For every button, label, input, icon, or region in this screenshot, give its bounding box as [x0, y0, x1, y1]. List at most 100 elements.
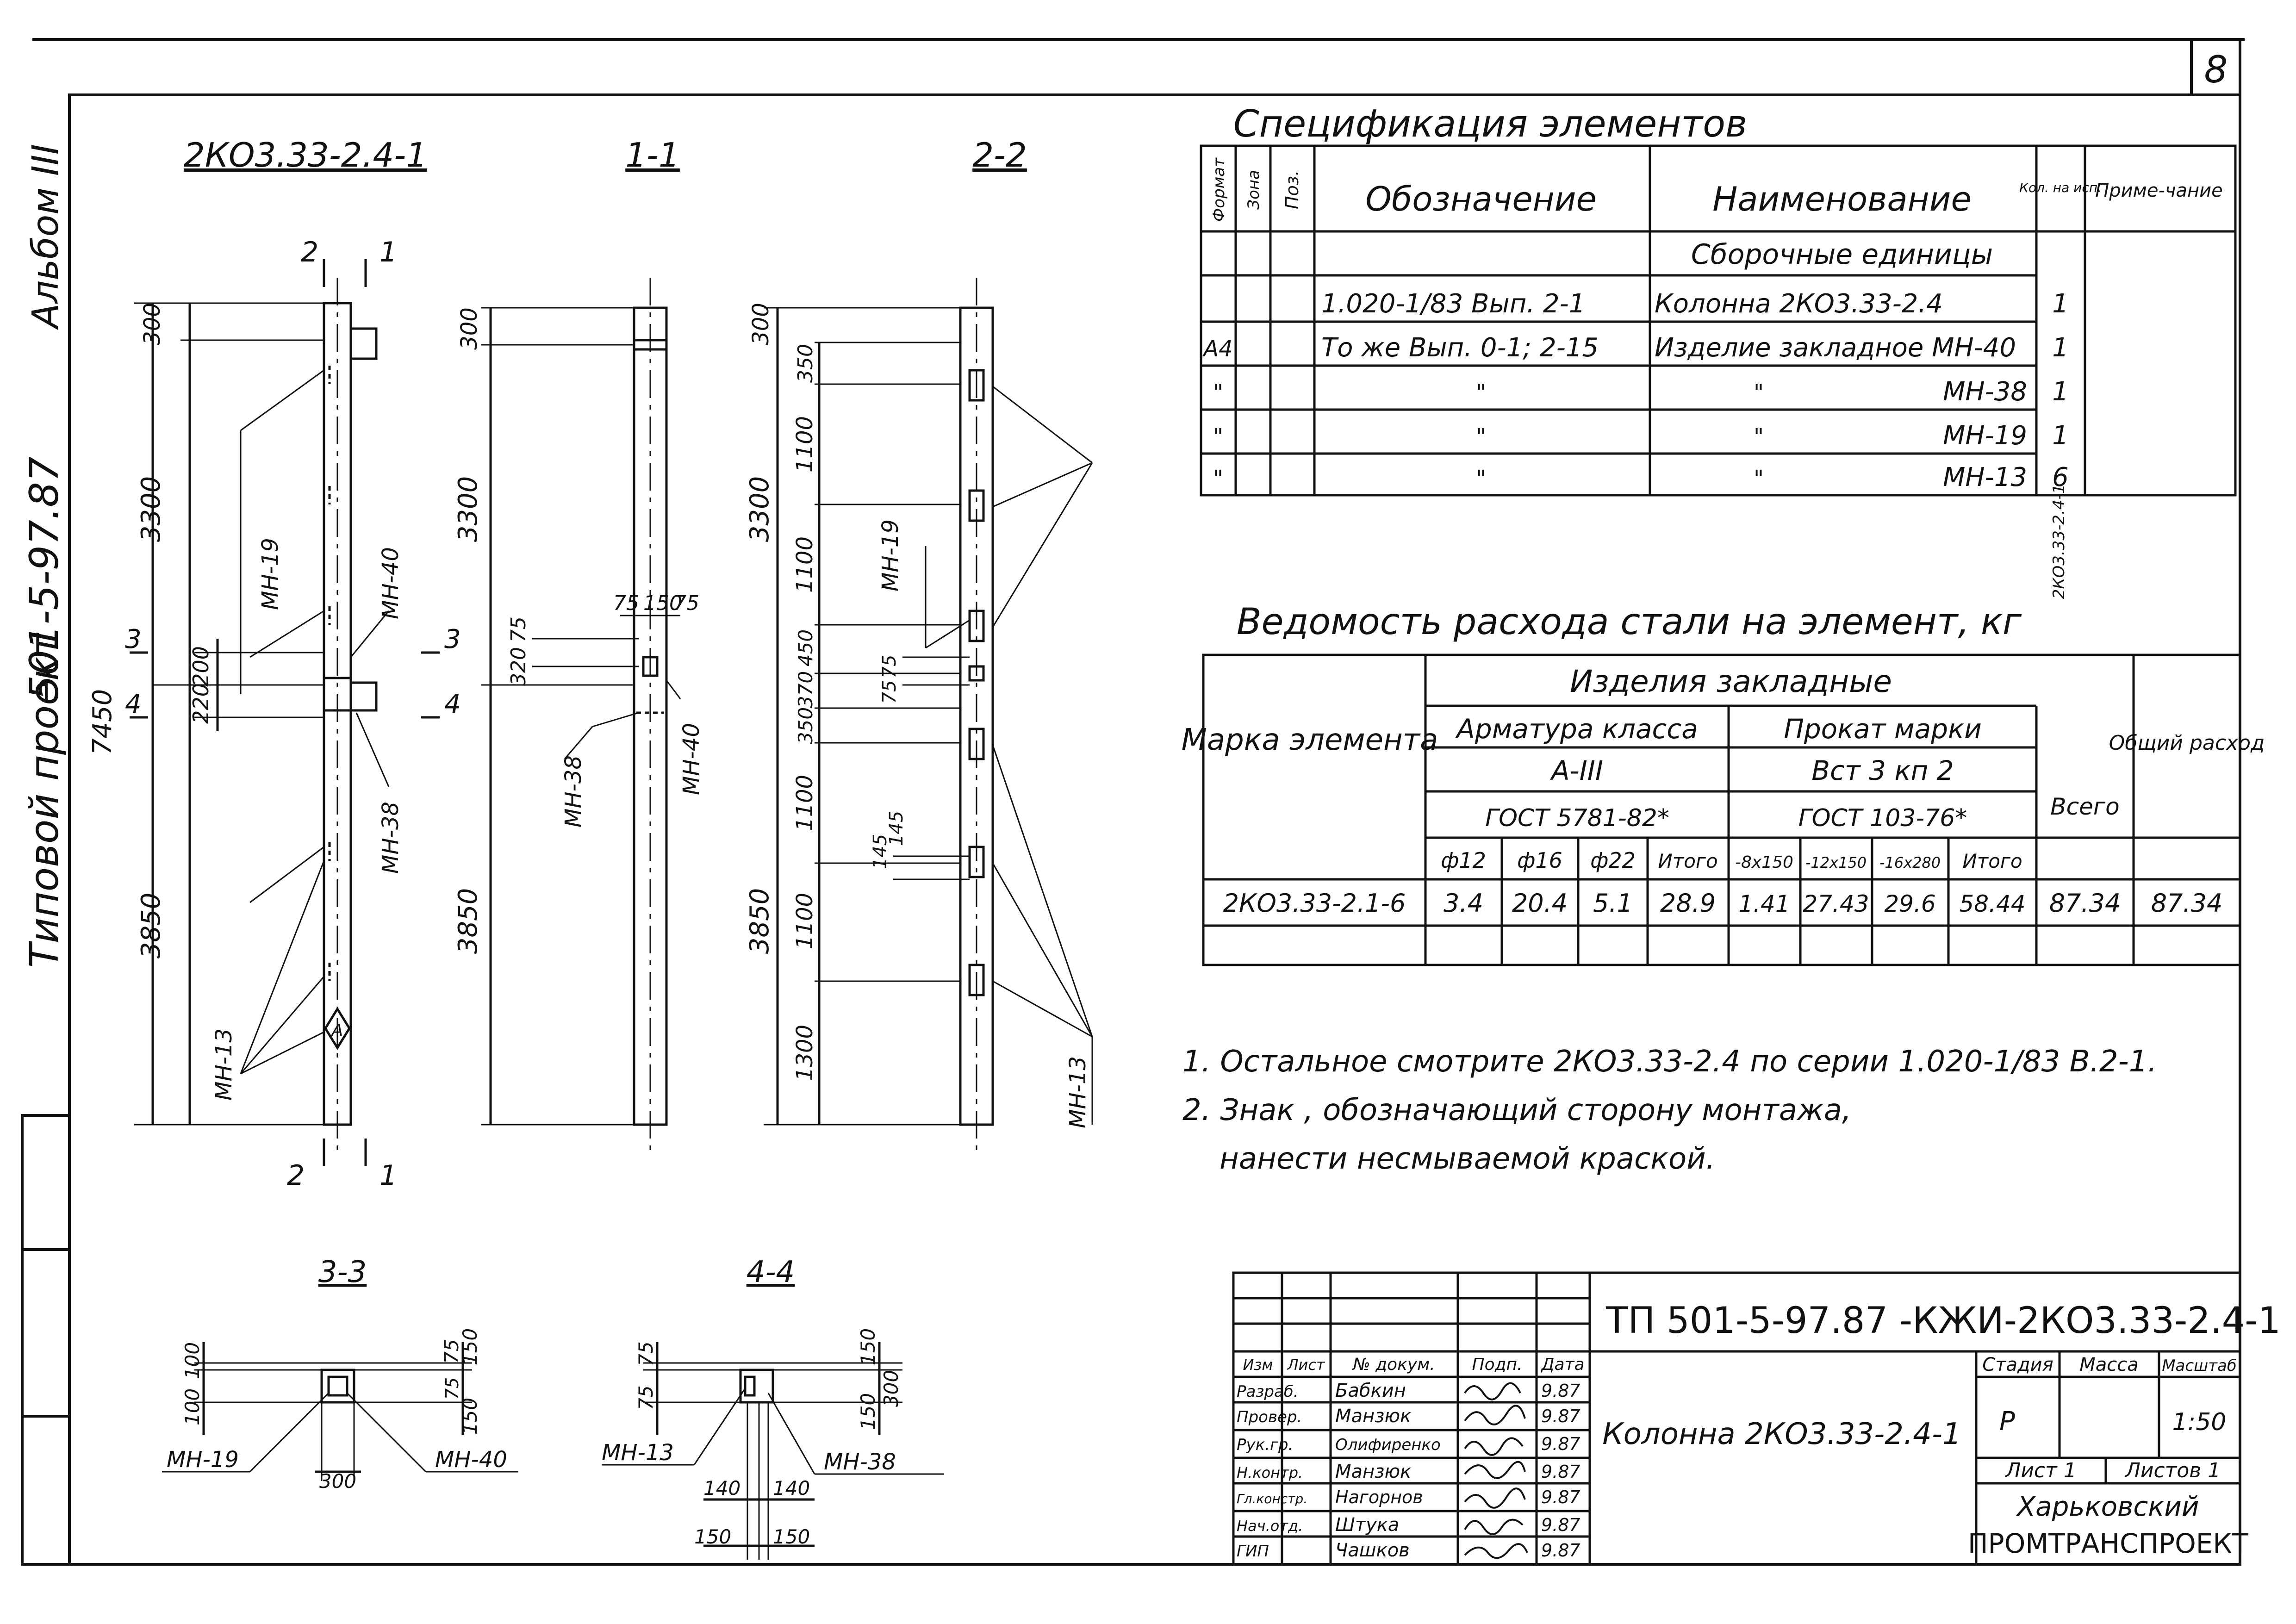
spec-row-mark: МН-38 — [1943, 377, 2027, 407]
margin-stamp-boxes — [21, 1114, 71, 1566]
spec-row-format: " — [1213, 380, 1223, 406]
dim-100-a: 100 — [181, 1342, 204, 1379]
album-label: Альбом III — [25, 144, 67, 330]
dim-75-a: 75 — [613, 591, 639, 615]
sheet-number: 8 — [2204, 48, 2228, 91]
dim-3850: 3850 — [136, 893, 166, 959]
dim-145-b: 145 — [886, 811, 907, 846]
spec-h-pos: Поз. — [1282, 170, 1302, 209]
main-elevation: 2КО3.33-2.4-1 — [87, 136, 461, 1192]
dim-150-b: 150 — [459, 1328, 481, 1365]
label-mn19-s33: МН-19 — [167, 1447, 239, 1473]
view-title-4-4: 4-4 — [747, 1255, 795, 1289]
cut-mark-3-right: 3 — [444, 624, 461, 654]
steel-value: 3.4 — [1444, 889, 1483, 918]
sheet-number-box — [2190, 38, 2241, 96]
spec-row-qty: 6 — [2052, 462, 2069, 492]
section-4-4: 4-4 75 75 150 150 300 140 140 150 150 — [602, 1255, 944, 1560]
cut-mark-2-bottom: 2 — [287, 1159, 305, 1192]
dim-75-b: 75 — [673, 591, 699, 615]
steel-h-total: Всего — [2050, 793, 2119, 820]
title-sheets: Листов 1 — [2124, 1459, 2221, 1482]
label-mn13: МН-13 — [211, 1028, 237, 1101]
label-mn38-s11: МН-38 — [560, 755, 586, 828]
project-code-label: 501-5-97.87 — [21, 456, 68, 700]
note-3: нанести несмываемой краской. — [1220, 1142, 1715, 1176]
steel-value: 20.4 — [1512, 889, 1568, 918]
person-role: Нач.отд. — [1237, 1517, 1303, 1535]
dim-150-f: 150 — [694, 1525, 731, 1548]
title-org-2: ПРОМТРАНСПРОЕКТ — [1968, 1528, 2249, 1559]
steel-col-header: ф12 — [1441, 848, 1486, 873]
title-name: Колонна 2КО3.33-2.4-1 — [1602, 1417, 1961, 1451]
dim-3850-s22: 3850 — [745, 888, 775, 954]
dim-140-b: 140 — [773, 1477, 810, 1500]
spec-row-format: " — [1213, 466, 1223, 492]
dim-320: 320 — [507, 647, 530, 686]
title-block: ТП 501-5-97.87 -КЖИ-2КО3.33-2.4-1 Колонн… — [1232, 1271, 2281, 1566]
note-2: 2. Знак , обозначающий сторону монтажа, — [1182, 1093, 1851, 1127]
dim-300-s44: 300 — [880, 1370, 902, 1407]
label-mn38: МН-38 — [378, 802, 404, 874]
cut-mark-2-top: 2 — [301, 236, 318, 268]
spec-row-designation: " — [1476, 424, 1486, 450]
dim-300-s11: 300 — [456, 307, 482, 350]
view-title-1-1: 1-1 — [625, 136, 680, 174]
spec-row-qty: 1 — [2052, 377, 2069, 407]
title-org-1: Харьковский — [2016, 1491, 2199, 1522]
dim-140-a: 140 — [703, 1477, 740, 1500]
dim-3300-s22: 3300 — [745, 476, 775, 542]
title-stage-header: Стадия — [1982, 1354, 2053, 1375]
spec-row-name: " — [1754, 424, 1764, 450]
label-mn19-s22: МН-19 — [877, 519, 903, 591]
title-head-col: Лист — [1287, 1356, 1325, 1374]
spec-row-designation: 1.020-1/83 Вып. 2-1 — [1321, 289, 1585, 319]
steel-h-rolled: Прокат марки — [1784, 713, 1982, 745]
title-sheet: Лист 1 — [2004, 1459, 2076, 1482]
spec-h-format: Формат — [1210, 157, 1228, 222]
dim-220: 220 — [188, 683, 213, 724]
steel-col-header: -16х280 — [1879, 854, 1941, 871]
person-role: Разраб. — [1237, 1382, 1299, 1401]
dim-350-a: 350 — [794, 344, 817, 383]
person-date: 9.87 — [1541, 1487, 1580, 1507]
spec-row-name: " — [1754, 380, 1764, 406]
spec-h-note: Приме-чание — [2095, 180, 2223, 201]
steel-value: 29.6 — [1884, 890, 1935, 917]
spec-section: Сборочные единицы — [1691, 238, 1993, 271]
dim-300-s22: 300 — [748, 303, 774, 345]
steel-value: 5.1 — [1593, 889, 1633, 918]
label-mn40-s33: МН-40 — [435, 1447, 507, 1473]
dim-3300-s11: 3300 — [453, 476, 483, 542]
spec-row-name: " — [1754, 466, 1764, 492]
section-1-1: 1-1 300 3300 3850 320 75 75 150 75 — [453, 136, 704, 1157]
person-name: Бабкин — [1335, 1380, 1406, 1401]
spec-h-qty: Кол. на исп. — [2019, 180, 2102, 195]
spec-h-name: Наименование — [1712, 180, 1972, 218]
spec-row-format: " — [1213, 424, 1223, 450]
person-date: 9.87 — [1541, 1434, 1580, 1454]
dim-100-b: 100 — [181, 1388, 204, 1425]
view-title-3-3: 3-3 — [318, 1255, 367, 1289]
steel-table: Ведомость расхода стали на элемент, кг М… — [1182, 601, 2265, 966]
steel-col-header: ф16 — [1517, 848, 1562, 873]
person-role: Провер. — [1237, 1408, 1302, 1426]
cut-mark-1-top: 1 — [380, 236, 397, 268]
steel-row-mark: 2КО3.33-2.1-6 — [1223, 889, 1406, 918]
spec-row-mark: МН-13 — [1943, 462, 2027, 492]
section-3-3: 3-3 100 100 75 75 150 150 300 МН-19 МН-4… — [162, 1255, 518, 1493]
title-code: ТП 501-5-97.87 -КЖИ-2КО3.33-2.4-1 — [1605, 1300, 2281, 1342]
title-head-col: № докум. — [1352, 1355, 1435, 1374]
dim-450: 450 — [794, 629, 817, 666]
person-name: Нагорнов — [1335, 1487, 1423, 1507]
dim-75-f: 75 — [635, 1385, 657, 1410]
steel-h-rolled-grade: Вст 3 кп 2 — [1811, 755, 1954, 786]
label-mn13-s44: МН-13 — [602, 1440, 674, 1466]
dim-150-e: 150 — [857, 1393, 879, 1430]
steel-col-header: -12х150 — [1805, 854, 1867, 871]
notes: 1. Остальное смотрите 2КО3.33-2.4 по сер… — [1182, 1045, 2157, 1176]
person-date: 9.87 — [1541, 1462, 1580, 1482]
view-title-main: 2КО3.33-2.4-1 — [184, 136, 427, 174]
dim-1300: 1300 — [792, 1025, 818, 1081]
steel-h-items: Изделия закладные — [1570, 664, 1892, 699]
